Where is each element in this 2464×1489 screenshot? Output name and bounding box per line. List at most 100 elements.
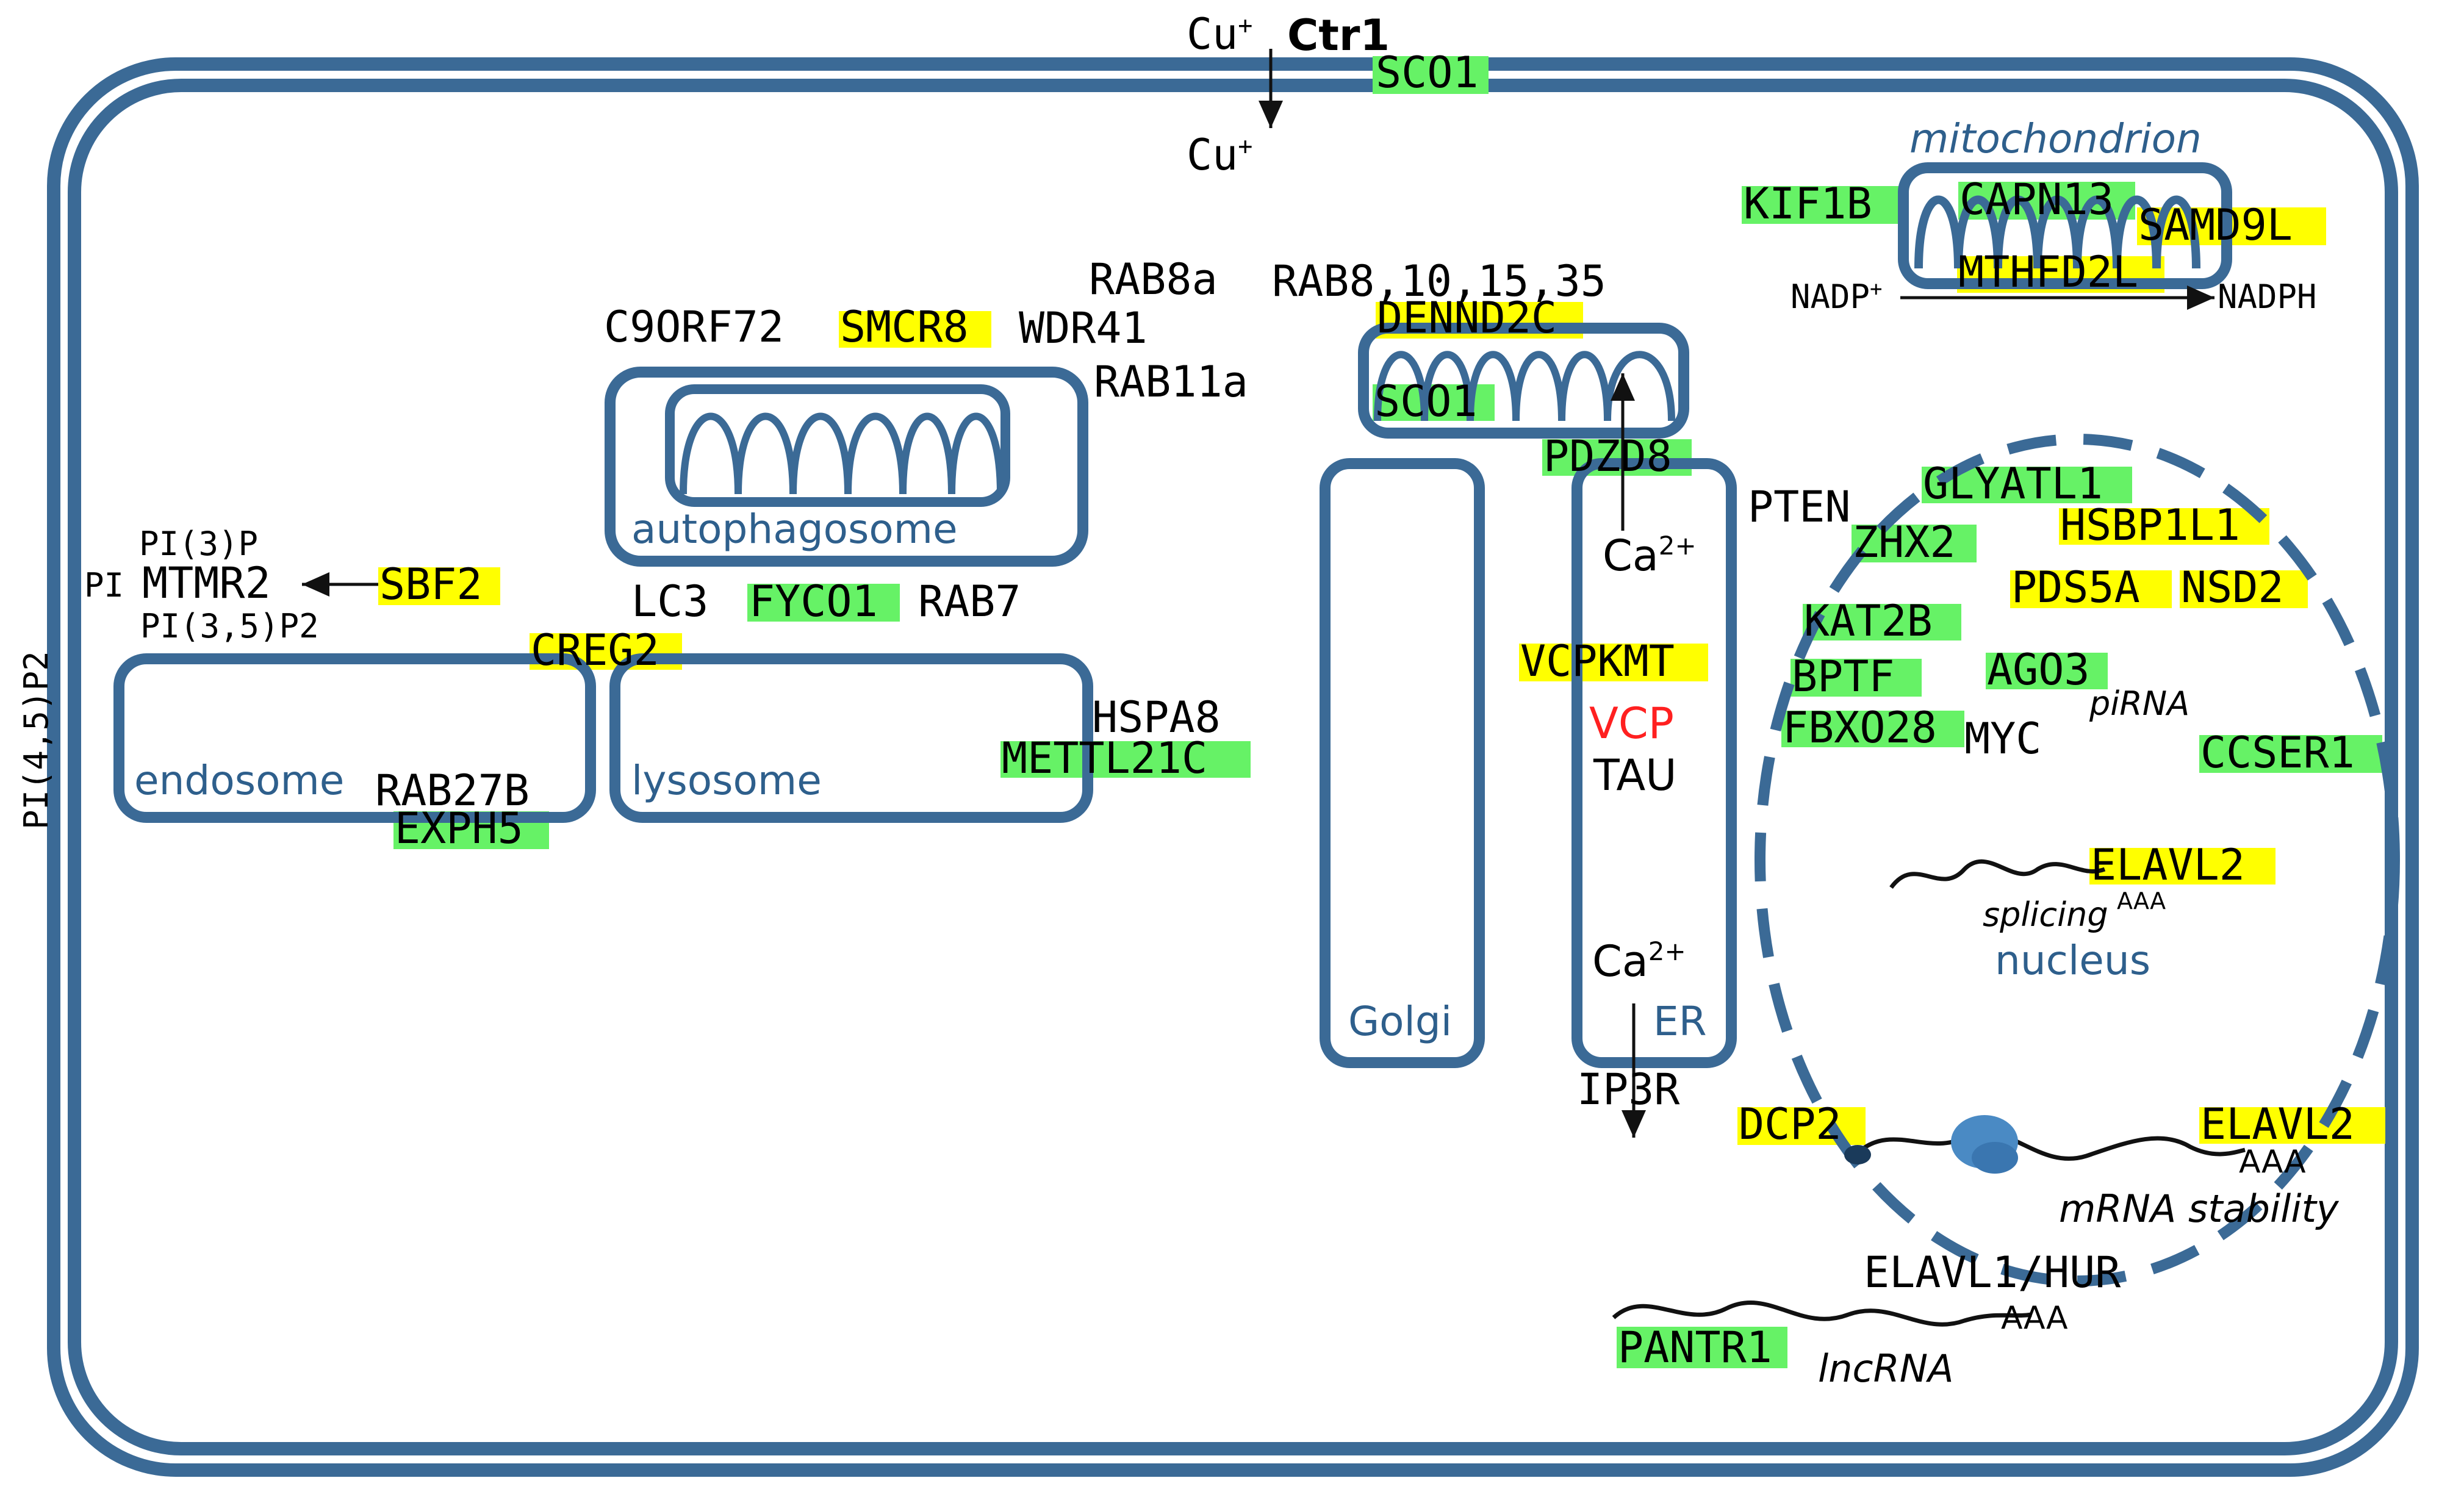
label-lncrna: lncRNA <box>1818 1346 1953 1391</box>
label-pdzd8: PDZD8 <box>1543 431 1672 481</box>
label-ago3: AGO3 <box>1987 645 2090 695</box>
label-elavl1-hur: ELAVL1/HUR <box>1864 1247 2121 1297</box>
label-rab11a: RAB11a <box>1094 357 1248 407</box>
label-hsbp1l1: HSBP1L1 <box>2060 500 2240 550</box>
label-nsd2: NSD2 <box>2181 562 2284 612</box>
hl-pantr1 <box>1617 1327 1787 1368</box>
hl-kif1b <box>1742 186 1900 224</box>
mito-center-cristae <box>1374 351 1675 422</box>
label-rab8-10-15-35: RAB8,10,15,35 <box>1272 256 1606 306</box>
label-sco1-center: SCO1 <box>1374 376 1478 426</box>
hl-smcr8 <box>839 311 991 348</box>
label-hspa8: HSPA8 <box>1092 692 1221 742</box>
label-lysosome: lysosome <box>631 757 822 804</box>
hl-ccser1 <box>2199 735 2382 773</box>
label-vcpkmt: VCPKMT <box>1520 636 1675 686</box>
mrna-cap <box>1844 1145 1871 1164</box>
label-fyco1: FYCO1 <box>749 576 878 626</box>
hl-bptf <box>1791 659 1922 697</box>
label-wdr41: WDR41 <box>1019 303 1148 353</box>
hl-pdzd8 <box>1542 439 1692 476</box>
label-sco1-membrane: SCO1 <box>1376 48 1479 98</box>
nucleus-envelope <box>1755 434 2400 1286</box>
label-exph5: EXPH5 <box>395 803 523 853</box>
mitochondrion-outer <box>1898 162 2232 289</box>
hl-fbxo28 <box>1781 711 1964 747</box>
label-cu-out: Cu+ <box>1187 9 1252 59</box>
label-cu-in: Cu+ <box>1187 130 1252 180</box>
autophagosome-outer <box>605 367 1088 567</box>
label-kif1b: KIF1B <box>1744 179 1872 229</box>
label-ca-top: Ca2+ <box>1603 531 1697 581</box>
mito-center-outer <box>1358 323 1689 439</box>
hl-sco1-membrane <box>1373 56 1489 94</box>
label-golgi: Golgi <box>1348 998 1452 1045</box>
label-mtmr2: MTMR2 <box>142 558 271 608</box>
label-kat2b: KAT2B <box>1804 596 1933 646</box>
hl-pds5a <box>2010 570 2172 608</box>
label-nadp: NADP+ <box>1791 277 1883 316</box>
label-ca-bottom: Ca2+ <box>1592 936 1686 986</box>
label-elavl2-cyto: ELAVL2 <box>2200 1099 2355 1149</box>
label-samd9l: SAMD9L <box>2138 200 2293 250</box>
cyto-mrna-strand <box>1856 1130 2246 1161</box>
hl-vcpkmt <box>1519 644 1708 681</box>
lncrna-strand <box>1612 1301 2032 1327</box>
er-box <box>1571 458 1737 1068</box>
label-myc: MYC <box>1964 714 2041 764</box>
label-endosome: endosome <box>134 757 344 804</box>
label-smcr8: SMCR8 <box>840 302 969 352</box>
hl-zhx2 <box>1852 525 1977 562</box>
label-pds5a: PDS5A <box>2011 562 2140 612</box>
label-pi: PI <box>84 566 124 605</box>
label-ccser1: CCSER1 <box>2200 728 2355 778</box>
label-pi3p: PI(3)P <box>139 525 258 563</box>
hl-kat2b <box>1803 604 1961 640</box>
label-dennd2c: DENND2C <box>1377 293 1557 343</box>
label-elavl2-nuc: ELAVL2 <box>2091 840 2245 890</box>
label-c9orf72: C9ORF72 <box>604 302 784 352</box>
label-dcp2: DCP2 <box>1739 1099 1842 1149</box>
hl-fyco1 <box>747 584 900 622</box>
label-rab7: RAB7 <box>918 576 1021 626</box>
hl-elavl2-nuc <box>2089 848 2275 884</box>
label-ctr1: Ctr1 <box>1287 10 1390 60</box>
label-tau: TAU <box>1593 750 1676 800</box>
golgi-box <box>1320 458 1485 1068</box>
label-pantr1: PANTR1 <box>1618 1322 1772 1372</box>
hl-ago3 <box>1986 653 2108 689</box>
ribosome-small <box>1972 1142 2018 1174</box>
hl-hsbp1l1 <box>2059 508 2269 545</box>
hl-nsd2 <box>2180 570 2308 608</box>
mitochondrion-cristae <box>1914 195 2200 269</box>
label-aaa-cyto: AAA <box>2239 1144 2306 1180</box>
hl-mettl21c <box>1000 741 1251 778</box>
label-zhx2: ZHX2 <box>1853 517 1956 567</box>
plasma-membrane-outer <box>47 57 2419 1477</box>
hl-elavl2-cyto <box>2199 1107 2385 1144</box>
label-rab27b: RAB27B <box>375 766 530 816</box>
label-sbf2: SBF2 <box>379 559 483 609</box>
label-pirna: piRNA <box>2089 684 2189 723</box>
nuclear-mrna-strand <box>1889 859 2106 889</box>
label-pten: PTEN <box>1748 482 1851 532</box>
label-mrna-stability: mRNA stability <box>2059 1186 2340 1231</box>
autophagosome-cristae <box>680 412 1004 495</box>
label-ip3r: IP3R <box>1577 1064 1680 1114</box>
label-bptf: BPTF <box>1792 651 1895 701</box>
label-autophagosome: autophagosome <box>631 506 958 553</box>
label-capn13: CAPN13 <box>1959 174 2114 224</box>
label-pi45p2: PI(4,5)P2 <box>17 651 56 830</box>
label-glyatl1: GLYATL1 <box>1923 459 2103 509</box>
hl-sbf2 <box>378 567 500 605</box>
label-aaa-lnc: AAA <box>2001 1300 2068 1337</box>
label-mitochondrion: mitochondrion <box>1909 115 2202 162</box>
label-mettl21c: METTL21C <box>1002 733 1207 783</box>
label-aaa-nuc: AAA <box>2117 888 2166 914</box>
label-mthfd2l: MTHFD2L <box>1958 247 2138 297</box>
label-er: ER <box>1653 998 1707 1045</box>
label-lc3: LC3 <box>631 576 708 626</box>
autophagosome-inner-mito <box>665 384 1010 507</box>
